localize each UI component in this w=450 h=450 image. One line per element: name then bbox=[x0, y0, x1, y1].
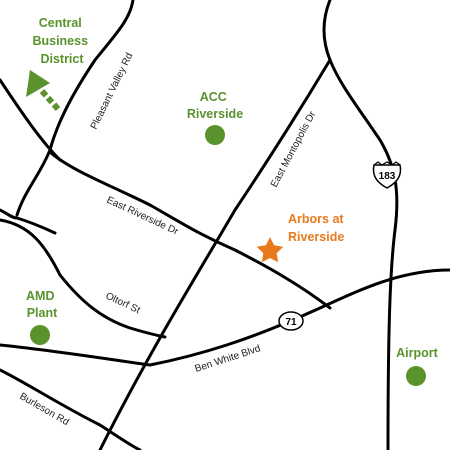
road-label-ben-white: Ben White Blvd bbox=[194, 343, 262, 375]
road-burleson-rd bbox=[0, 368, 142, 450]
star-icon bbox=[256, 237, 284, 263]
acc-label-line-2: Riverside bbox=[187, 107, 243, 121]
road-east-riverside-dr bbox=[48, 150, 332, 310]
road-label-oltorf: Oltorf St bbox=[104, 291, 142, 317]
us-183-shield-label: 183 bbox=[379, 171, 396, 182]
arbors-label: Arbors at Riverside bbox=[288, 212, 347, 244]
cbd-label-line-2: Business bbox=[32, 34, 88, 48]
road-west-connector bbox=[0, 208, 57, 235]
green-dot-icon bbox=[406, 366, 426, 386]
amd-plant-label: AMD Plant bbox=[26, 289, 58, 320]
amd-label-line-2: Plant bbox=[27, 306, 58, 320]
road-ben-white-blvd bbox=[0, 268, 450, 367]
cbd-label-line-1: Central bbox=[39, 16, 82, 30]
hwy-71-shield-label: 71 bbox=[285, 317, 297, 328]
green-dot-icon bbox=[205, 125, 225, 145]
road-label-burleson: Burleson Rd bbox=[18, 391, 71, 428]
road-oltorf-st bbox=[0, 218, 167, 339]
road-label-pleasant-valley: Pleasant Valley Rd bbox=[89, 51, 136, 131]
airport-marker: Airport bbox=[396, 346, 439, 386]
airport-label: Airport bbox=[396, 346, 439, 360]
cbd-label: Central Business District bbox=[32, 16, 91, 66]
road-riverside-northeast bbox=[322, 0, 399, 450]
airport-label-line-1: Airport bbox=[396, 346, 439, 360]
arbors-at-riverside-marker: Arbors at Riverside bbox=[256, 212, 347, 263]
acc-riverside-marker: ACC Riverside bbox=[187, 90, 243, 145]
acc-label-line-1: ACC bbox=[200, 90, 227, 104]
cbd-marker: Central Business District bbox=[26, 16, 91, 112]
amd-label-line-1: AMD bbox=[26, 289, 54, 303]
hwy-71-shield-icon: 71 bbox=[278, 311, 304, 331]
acc-riverside-label: ACC Riverside bbox=[187, 90, 243, 121]
arbors-label-line-2: Riverside bbox=[288, 230, 344, 244]
arbors-label-line-1: Arbors at bbox=[288, 212, 344, 226]
us-183-shield-icon: 183 bbox=[372, 161, 402, 189]
road-pleasant-valley bbox=[15, 0, 135, 217]
cbd-label-line-3: District bbox=[40, 52, 84, 66]
arrow-northwest-icon bbox=[26, 70, 61, 112]
road-east-montopolis-dr bbox=[98, 58, 332, 450]
green-dot-icon bbox=[30, 325, 50, 345]
amd-plant-marker: AMD Plant bbox=[26, 289, 58, 345]
